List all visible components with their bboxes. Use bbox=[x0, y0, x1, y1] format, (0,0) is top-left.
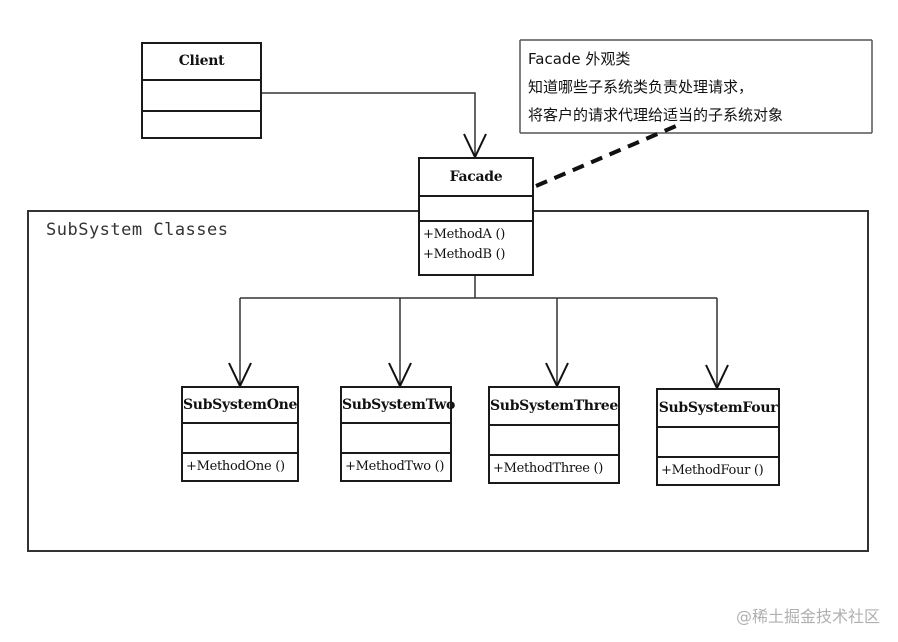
client-facade-arrow bbox=[262, 92, 487, 160]
watermark: @稀土掘金技术社区 bbox=[735, 607, 880, 626]
subsystem-four-method: +MethodFour () bbox=[658, 456, 778, 484]
facade-attributes bbox=[420, 195, 532, 220]
note-line-3: 将客户的请求代理给适当的子系统对象 bbox=[528, 106, 784, 124]
facade-class: Facade +MethodA () +MethodB () bbox=[418, 157, 534, 276]
note-link-dashed bbox=[535, 124, 677, 188]
client-attributes bbox=[143, 79, 260, 110]
subsystem-one-name: SubSystemOne bbox=[183, 397, 298, 413]
subsystem-three-name: SubSystemThree bbox=[490, 398, 618, 414]
subsystem-two-name: SubSystemTwo bbox=[342, 397, 456, 413]
client-class: Client bbox=[141, 42, 262, 139]
package-label: SubSystem Classes bbox=[46, 220, 229, 240]
client-class-name: Client bbox=[178, 53, 225, 69]
subsystem-two-attributes bbox=[342, 422, 450, 452]
subsystem-two-class: SubSystemTwo +MethodTwo () bbox=[340, 386, 456, 482]
subsystem-one-class: SubSystemOne +MethodOne () bbox=[181, 386, 299, 482]
note-line-1: Facade 外观类 bbox=[528, 50, 631, 68]
subsystem-one-attributes bbox=[183, 422, 297, 452]
subsystem-two-method: +MethodTwo () bbox=[342, 452, 450, 480]
subsystem-three-class: SubSystemThree +MethodThree () bbox=[488, 386, 620, 484]
facade-method-a: +MethodA () bbox=[423, 227, 506, 242]
subsystem-one-method: +MethodOne () bbox=[183, 452, 297, 480]
subsystem-four-attributes bbox=[658, 426, 778, 456]
facade-method-b: +MethodB () bbox=[423, 247, 506, 262]
note-line-2: 知道哪些子系统类负责处理请求， bbox=[528, 78, 754, 96]
facade-operations: +MethodA () +MethodB () bbox=[420, 220, 532, 274]
subsystem-three-method: +MethodThree () bbox=[490, 454, 618, 482]
facade-subsystem-arrows bbox=[228, 276, 729, 391]
client-operations bbox=[143, 110, 260, 137]
subsystem-three-attributes bbox=[490, 424, 618, 454]
subsystem-four-name: SubSystemFour bbox=[658, 400, 778, 416]
facade-class-name: Facade bbox=[449, 169, 503, 185]
note-box bbox=[519, 39, 873, 134]
subsystem-four-class: SubSystemFour +MethodFour () bbox=[656, 388, 780, 486]
